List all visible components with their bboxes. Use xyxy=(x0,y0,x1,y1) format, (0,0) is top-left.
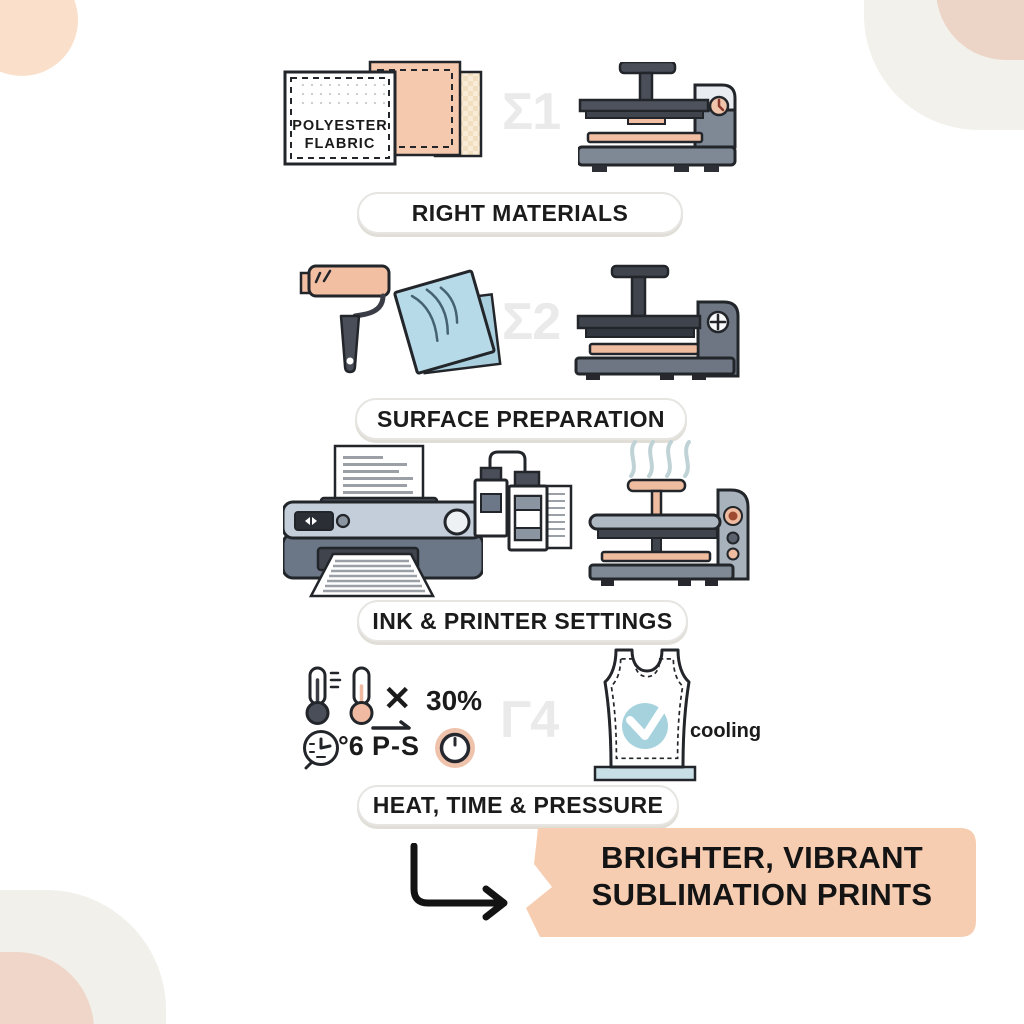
cooling-check-icon xyxy=(622,703,668,749)
lint-roller-icon xyxy=(299,264,391,374)
ink-bottles-icon xyxy=(473,450,573,552)
fabric-swatches-icon: POLYESTER FLABRIC xyxy=(283,60,483,166)
pressure-arrow-icon xyxy=(371,720,411,730)
callout-text: BRIGHTER, VIBRANT SUBLIMATION PRINTS xyxy=(560,839,964,913)
degree-annotation: °6 xyxy=(338,731,364,761)
callout-line-2: SUBLIMATION PRINTS xyxy=(591,877,933,912)
svg-text:POLYESTER: POLYESTER xyxy=(292,118,388,134)
elbow-arrow-icon xyxy=(410,843,508,921)
step-1-label: RIGHT MATERIALS xyxy=(411,199,629,226)
timer-icon xyxy=(435,728,475,768)
callout-line-1: BRIGHTER, VIBRANT xyxy=(601,840,923,875)
percent-annotation: 30% xyxy=(426,685,483,716)
corner-blob-top-left xyxy=(0,0,78,76)
pressure-setting-annotation: P-S xyxy=(372,731,421,761)
heat-press-heating-icon xyxy=(588,440,750,586)
step-1-number: Σ1 xyxy=(502,83,561,141)
tank-top-icon xyxy=(593,648,697,782)
step-2-label: SURFACE PREPARATION xyxy=(377,405,665,432)
printer-icon xyxy=(283,444,483,598)
step-3-label: INK & PRINTER SETTINGS xyxy=(372,607,673,634)
callout-banner xyxy=(526,828,976,937)
step-4-number: Γ4 xyxy=(500,691,559,749)
step-1-label-pill: RIGHT MATERIALS xyxy=(357,192,683,234)
step-4-label: HEAT, TIME & PRESSURE xyxy=(372,792,664,818)
heat-press-icon xyxy=(578,62,737,172)
thermometer-peach-icon xyxy=(349,666,374,725)
svg-text:FLABRIC: FLABRIC xyxy=(305,136,376,152)
clock-icon xyxy=(303,730,339,770)
multiply-annotation: ✕ xyxy=(383,680,412,718)
step-4-label-pill: HEAT, TIME & PRESSURE xyxy=(357,785,679,826)
heat-time-icons xyxy=(303,666,475,770)
step-2-label-pill: SURFACE PREPARATION xyxy=(355,398,687,440)
cooling-label: cooling xyxy=(690,720,762,742)
step-3-label-pill: INK & PRINTER SETTINGS xyxy=(357,600,688,642)
thermometer-dark-icon xyxy=(305,666,342,725)
heat-press-dark-icon xyxy=(574,264,740,380)
step-2-number: Σ2 xyxy=(502,293,561,351)
microfiber-cloth-icon xyxy=(393,269,502,375)
